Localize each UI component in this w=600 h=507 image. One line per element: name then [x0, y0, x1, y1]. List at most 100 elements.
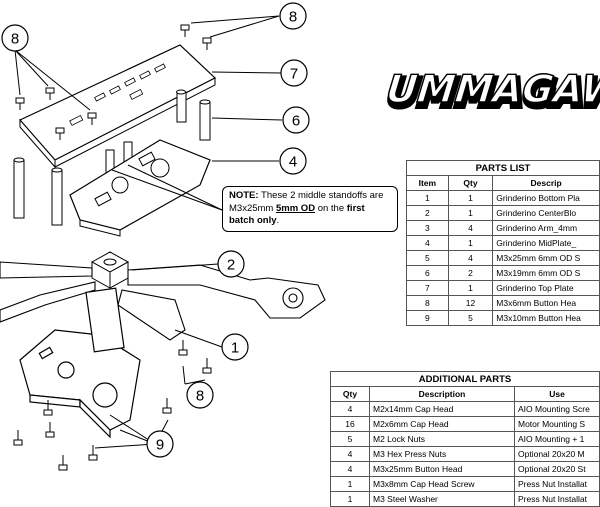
cell: M2x14mm Cap Head [369, 401, 515, 417]
cell: 1 [447, 205, 494, 221]
cell: 1 [330, 476, 370, 492]
add-header-qty: Qty [330, 386, 370, 402]
cell: M3x10mm Button Hea [492, 310, 600, 326]
note-box: NOTE: These 2 middle standoffs are M3x25… [222, 186, 398, 232]
callout-label-8-left: 8 [11, 31, 19, 48]
cell: Press Nut Installat [514, 491, 600, 507]
cell: 1 [447, 280, 494, 296]
cell: Grinderino CenterBlo [492, 205, 600, 221]
cell: 8 [406, 295, 449, 311]
screws [13, 24, 212, 471]
cell: 1 [406, 190, 449, 206]
cell: M3x6mm Button Hea [492, 295, 600, 311]
cell: M3x8mm Cap Head Screw [369, 476, 515, 492]
logo: UMMAGAW UMMAGAW [383, 66, 600, 118]
cell: Grinderino MidPlate_ [492, 235, 600, 251]
callout-circle-1 [221, 333, 249, 361]
center-block [90, 251, 130, 289]
logo-text: UMMAGAW [384, 67, 600, 111]
callout-label-1: 1 [231, 340, 239, 357]
cell: 5 [447, 310, 494, 326]
add-header-use: Use [514, 386, 600, 402]
note-pointers [111, 164, 223, 211]
callout-label-4: 4 [289, 154, 297, 171]
parts-header-qty: Qty [447, 175, 494, 191]
cell: 1 [447, 235, 494, 251]
cell: M3x25mm 6mm OD S [492, 250, 600, 266]
cell: Press Nut Installat [514, 476, 600, 492]
cell: 4 [330, 446, 370, 462]
cell: Grinderino Top Plate [492, 280, 600, 296]
cell: M3 Steel Washer [369, 491, 515, 507]
cell: 16 [330, 416, 370, 432]
parts-header-item: Item [406, 175, 449, 191]
cell: AIO Mounting Scre [514, 401, 600, 417]
callout-label-7: 7 [290, 66, 298, 83]
arms [0, 261, 326, 341]
note-text-2: on the [315, 202, 347, 214]
cell: 9 [406, 310, 449, 326]
callout-circle-8-bottom [186, 381, 214, 409]
cell: 2 [447, 265, 494, 281]
cell: 4 [406, 235, 449, 251]
cell: 5 [406, 250, 449, 266]
callout-circles [1, 2, 310, 458]
cell: 1 [330, 491, 370, 507]
callout-circle-4 [279, 147, 307, 175]
cell: 12 [447, 295, 494, 311]
cell: M3x19mm 6mm OD S [492, 265, 600, 281]
cell: 4 [330, 461, 370, 477]
cell: 3 [406, 220, 449, 236]
note-text-1: These 2 middle standoffs are M3x25mm [229, 190, 384, 214]
cell: M2x6mm Cap Head [369, 416, 515, 432]
cell: 2 [406, 205, 449, 221]
note-prefix: NOTE: [229, 190, 259, 201]
cell: M3 Hex Press Nuts [369, 446, 515, 462]
note-bold-2: first batch only [229, 202, 365, 227]
callout-label-2: 2 [227, 257, 235, 274]
callout-label-9: 9 [156, 437, 164, 454]
callout-circle-6 [282, 106, 310, 134]
callout-label-8-top: 8 [289, 9, 297, 26]
callout-circle-7 [280, 59, 308, 87]
callout-circle-8-left [1, 24, 29, 52]
cell: M3x25mm Button Head [369, 461, 515, 477]
cell: 5 [330, 431, 370, 447]
top-plate [19, 44, 217, 169]
cell: 4 [330, 401, 370, 417]
mid-plate [69, 139, 211, 237]
cell: 6 [406, 265, 449, 281]
cell: Optional 20x20 St [514, 461, 600, 477]
additional-parts-title: ADDITIONAL PARTS [330, 371, 600, 387]
cell: Grinderino Arm_4mm [492, 220, 600, 236]
cell: Motor Mounting S [514, 416, 600, 432]
callout-circle-9 [146, 430, 174, 458]
note-bold-1: 5mm OD [275, 202, 316, 214]
bottom-plate [19, 287, 141, 439]
logo-text-shadow: UMMAGAW [386, 71, 600, 115]
callout-label-8-bottom: 8 [196, 388, 204, 405]
callout-circle-8-top [279, 2, 307, 30]
parts-list-title: PARTS LIST [406, 160, 600, 176]
cell: AIO Mounting + 1 [514, 431, 600, 447]
cell: 4 [447, 220, 494, 236]
cell: Grinderino Bottom Pla [492, 190, 600, 206]
add-header-description: Description [369, 386, 515, 402]
